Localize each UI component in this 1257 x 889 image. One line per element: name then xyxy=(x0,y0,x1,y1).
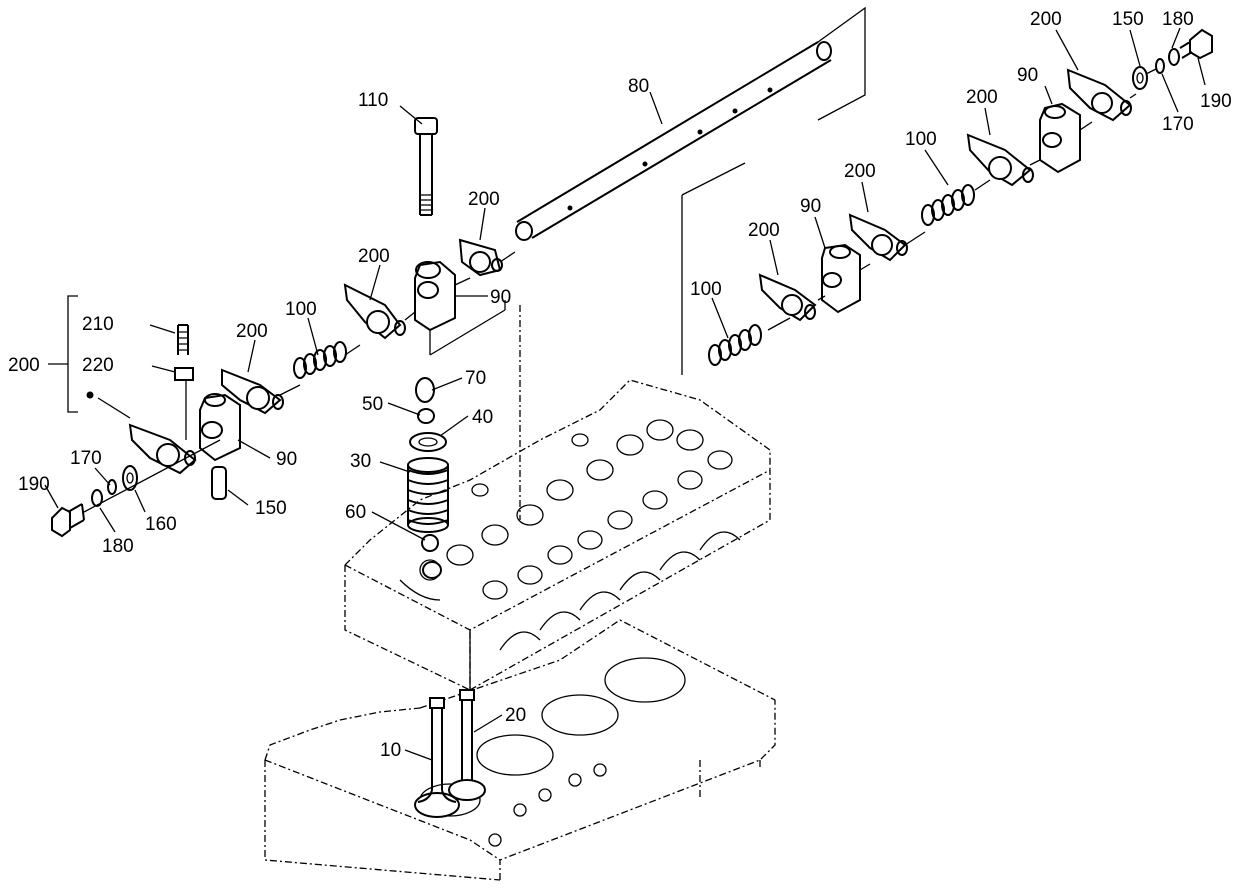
bolt-110 xyxy=(414,117,438,216)
washer-170-left xyxy=(107,479,117,495)
engine-block xyxy=(264,619,776,881)
washer-150-right xyxy=(1132,66,1148,90)
rocker-pedestal-90-right-lower xyxy=(821,243,861,314)
spring-100-right-upper xyxy=(921,184,975,226)
rocker-shaft-80 xyxy=(429,6,866,356)
label-90: 90 xyxy=(1017,65,1038,86)
spring-100-left xyxy=(293,341,347,379)
pin-150-left xyxy=(211,466,227,500)
label-70: 70 xyxy=(465,368,486,389)
rocker-arm-200-right-top xyxy=(1066,68,1132,122)
washer-180-left xyxy=(91,489,103,507)
bolt-190-left xyxy=(51,503,85,538)
rocker-pedestal-90-right-upper xyxy=(1039,102,1081,174)
group-dot xyxy=(86,391,94,399)
label-200: 200 xyxy=(468,189,500,210)
label-210: 210 xyxy=(82,314,114,335)
spring-100-right-lower xyxy=(708,324,762,366)
label-80: 80 xyxy=(628,76,649,97)
group-bracket xyxy=(67,295,78,413)
label-200: 200 xyxy=(8,355,40,376)
label-40: 40 xyxy=(472,407,493,428)
bolt-190-right xyxy=(1179,28,1213,60)
label-180: 180 xyxy=(102,536,134,557)
right-panel-lines xyxy=(681,162,746,375)
label-150: 150 xyxy=(1112,9,1144,30)
label-200: 200 xyxy=(358,246,390,267)
label-200: 200 xyxy=(1030,9,1062,30)
label-190: 190 xyxy=(18,474,50,495)
rocker-pedestal-90-upper xyxy=(414,260,456,332)
washer-160 xyxy=(122,465,138,491)
valve-20 xyxy=(448,689,486,801)
cylinder-head xyxy=(344,379,771,692)
part-labels: 110 80 200 90 200 100 200 210 220 200 90… xyxy=(8,9,1232,761)
label-10: 10 xyxy=(380,740,401,761)
label-50: 50 xyxy=(362,394,383,415)
label-180: 180 xyxy=(1162,9,1194,30)
label-100: 100 xyxy=(285,299,317,320)
rocker-pedestal-90-left xyxy=(199,393,241,462)
label-90: 90 xyxy=(800,196,821,217)
rocker-arm-200-bracket xyxy=(128,423,197,475)
label-170: 170 xyxy=(70,448,102,469)
label-100: 100 xyxy=(690,279,722,300)
label-20: 20 xyxy=(505,705,526,726)
rocker-arm-200-right-lower xyxy=(758,273,817,322)
leader-lines xyxy=(44,27,1206,761)
rocker-arm-200-right-upper xyxy=(966,133,1034,187)
label-160: 160 xyxy=(145,514,177,535)
label-90: 90 xyxy=(490,287,511,308)
shaft-axis-right xyxy=(767,68,1157,331)
label-200: 200 xyxy=(748,220,780,241)
label-190: 190 xyxy=(1200,91,1232,112)
rocker-arm-200-middle xyxy=(343,283,406,340)
label-220: 220 xyxy=(82,355,114,376)
valve-10 xyxy=(414,697,460,818)
adjusting-screw-210 xyxy=(177,324,189,355)
shaft-axis-left xyxy=(83,251,516,513)
label-200: 200 xyxy=(966,87,998,108)
label-100: 100 xyxy=(905,129,937,150)
rocker-arm-200-right-mid xyxy=(848,213,908,262)
washer-180-right xyxy=(1168,48,1180,66)
label-150: 150 xyxy=(255,498,287,519)
label-200: 200 xyxy=(236,321,268,342)
label-90: 90 xyxy=(276,449,297,470)
label-170: 170 xyxy=(1162,114,1194,135)
lock-nut-220 xyxy=(174,367,194,381)
rocker-arm-200-left xyxy=(221,368,284,415)
label-110: 110 xyxy=(358,90,388,111)
washer-170-right xyxy=(1155,58,1165,74)
label-60: 60 xyxy=(345,502,366,523)
valve-spring-stack xyxy=(407,377,449,579)
rocker-arm-200-upper xyxy=(458,238,503,277)
label-200: 200 xyxy=(844,161,876,182)
label-30: 30 xyxy=(350,451,371,472)
